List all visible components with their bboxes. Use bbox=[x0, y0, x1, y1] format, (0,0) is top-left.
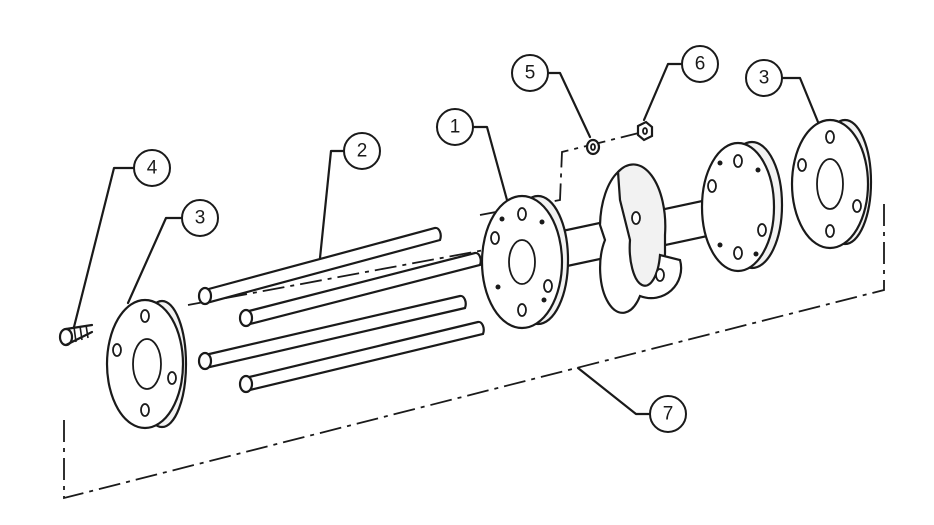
callout-6-label: 6 bbox=[695, 54, 706, 75]
callout-7-label: 7 bbox=[663, 404, 674, 425]
callout-3-left-label: 3 bbox=[195, 208, 206, 229]
callout-5-label: 5 bbox=[525, 63, 536, 84]
callout-3-right-label: 3 bbox=[759, 68, 770, 89]
left-end-flange bbox=[105, 298, 188, 430]
callout-4: 4 bbox=[133, 149, 171, 187]
hex-nut bbox=[636, 120, 654, 142]
callout-5: 5 bbox=[511, 54, 549, 92]
right-end-flange bbox=[790, 118, 873, 250]
callout-3-right: 3 bbox=[745, 59, 783, 97]
callout-2-label: 2 bbox=[357, 141, 368, 162]
hub-flange bbox=[480, 194, 570, 330]
callout-1-label: 1 bbox=[450, 117, 461, 138]
callout-3-left: 3 bbox=[181, 199, 219, 237]
right-inner-flange bbox=[700, 140, 784, 273]
callout-1: 1 bbox=[436, 108, 474, 146]
lock-washer bbox=[585, 138, 601, 156]
callout-7: 7 bbox=[649, 395, 687, 433]
middle-support-disc bbox=[598, 163, 683, 314]
tie-rods bbox=[197, 226, 485, 394]
callout-4-label: 4 bbox=[147, 158, 158, 179]
callout-6: 6 bbox=[681, 45, 719, 83]
callout-2: 2 bbox=[343, 132, 381, 170]
cap-screw bbox=[58, 323, 94, 347]
